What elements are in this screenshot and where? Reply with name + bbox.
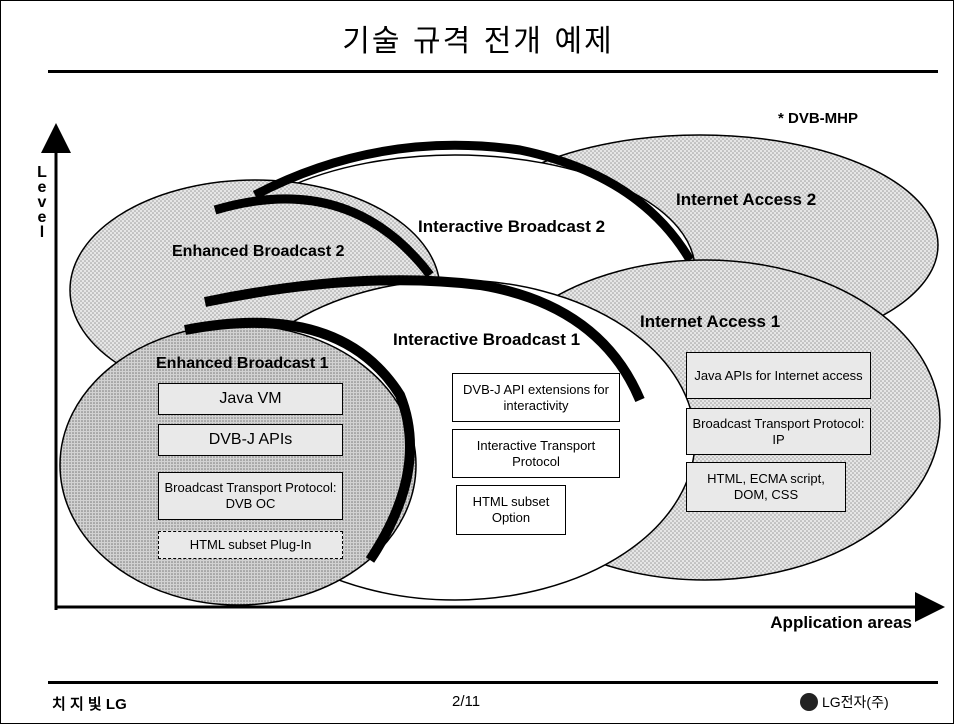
label-interactive-broadcast-2: Interactive Broadcast 2	[418, 217, 605, 236]
slide-title: 기술 규격 전개 예제	[342, 24, 614, 59]
label-enhanced-broadcast-2: Enhanced Broadcast 2	[172, 243, 345, 260]
footer-logo: LG전자(주)	[800, 692, 889, 712]
html-ecma-dom-css-box: HTML, ECMA script, DOM, CSS	[686, 462, 846, 512]
title-divider	[48, 70, 938, 73]
lg-logo-icon	[800, 693, 818, 711]
enhanced-broadcast-2-thick-edge	[213, 194, 434, 278]
page-number: 2/11	[452, 693, 481, 710]
java-apis-internet-box: Java APIs for Internet access	[686, 352, 871, 399]
dvb-mhp-note: * DVB-MHP	[778, 110, 859, 127]
html-subset-option-box: HTML subset Option	[456, 485, 566, 535]
interactive-broadcast-1-thick-edge	[203, 275, 645, 402]
y-axis-label: Level	[37, 164, 47, 241]
x-axis-label: Application areas	[770, 613, 912, 632]
label-internet-access-2: Internet Access 2	[676, 190, 816, 209]
html-subset-plugin-box: HTML subset Plug-In	[158, 531, 343, 559]
broadcast-transport-ip-box: Broadcast Transport Protocol: IP	[686, 408, 871, 455]
label-enhanced-broadcast-1: Enhanced Broadcast 1	[156, 355, 329, 372]
footer-company-name: LG전자(주)	[822, 694, 889, 710]
dvbj-apis-box: DVB-J APIs	[158, 424, 343, 456]
java-vm-box: Java VM	[158, 383, 343, 415]
interactive-transport-protocol-box: Interactive Transport Protocol	[452, 429, 620, 478]
enhanced-broadcast-1-thick-edge	[184, 317, 415, 563]
dvbj-api-extensions-box: DVB-J API extensions for interactivity	[452, 373, 620, 422]
footer-company-text: 치 지 빛 LG	[52, 696, 127, 713]
interactive-broadcast-2-thick-edge	[252, 140, 694, 263]
label-internet-access-1: Internet Access 1	[640, 312, 780, 331]
label-interactive-broadcast-1: Interactive Broadcast 1	[393, 330, 580, 349]
broadcast-transport-dvb-oc-box: Broadcast Transport Protocol: DVB OC	[158, 472, 343, 520]
footer-divider	[48, 681, 938, 684]
